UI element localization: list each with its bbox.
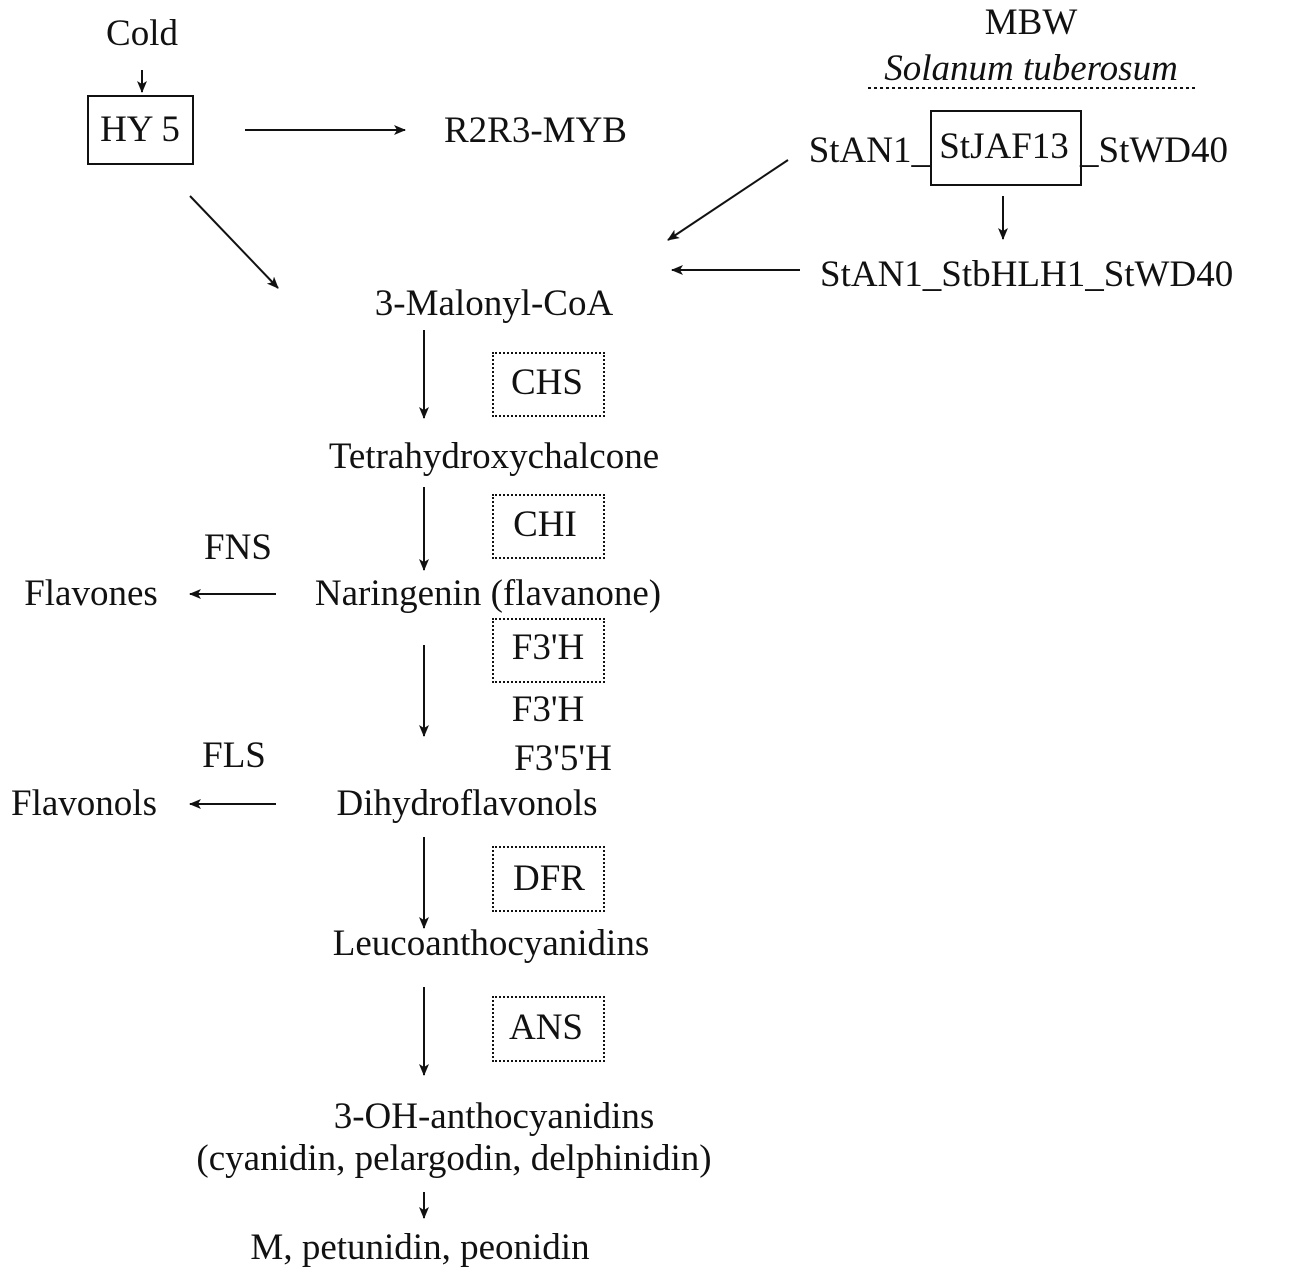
f3h-label: F3'H <box>511 689 585 730</box>
species-label: Solanum tuberosum <box>884 48 1178 89</box>
chi-box <box>492 494 605 559</box>
f3h-box-label: F3'H <box>511 627 585 668</box>
f35h-label: F3'5'H <box>514 738 612 779</box>
fns-label: FNS <box>204 527 272 568</box>
f3h-box <box>492 618 605 683</box>
arrow-mbw-to-malonyl <box>667 159 789 241</box>
flavones-label: Flavones <box>24 573 158 614</box>
stjaf13-label: StJAF13 <box>939 126 1069 167</box>
dfr-box <box>492 846 605 912</box>
r2r3myb-label: R2R3-MYB <box>444 110 627 151</box>
chs-box <box>492 352 605 417</box>
anthocyanidins-examples-label: (cyanidin, pelargodin, delphinidin) <box>196 1138 712 1179</box>
dihydroflavonols-label: Dihydroflavonols <box>336 783 598 824</box>
ans-box <box>492 996 605 1062</box>
anthocyanidins-label: 3-OH-anthocyanidins <box>333 1096 655 1137</box>
dfr-label: DFR <box>513 858 585 899</box>
tetrahydroxychalcone-label: Tetrahydroxychalcone <box>328 436 660 477</box>
complex1-left: StAN1_ <box>808 130 930 171</box>
chs-label: CHS <box>511 362 583 403</box>
chi-label: CHI <box>513 504 577 545</box>
malonyl-coa-label: 3-Malonyl-CoA <box>374 283 614 324</box>
stjaf13-box <box>930 110 1082 186</box>
ans-label: ANS <box>508 1007 584 1048</box>
final-products-label: M, petunidin, peonidin <box>250 1227 590 1268</box>
fls-label: FLS <box>202 735 266 776</box>
complex2-label: StAN1_StbHLH1_StWD40 <box>820 254 1234 295</box>
flavonols-label: Flavonols <box>11 783 157 824</box>
mbw-label: MBW <box>984 2 1078 43</box>
hy5-label: HY 5 <box>100 109 180 150</box>
arrow-hy5-to-malonyl <box>189 195 279 289</box>
cold-label: Cold <box>106 13 178 54</box>
naringenin-label: Naringenin (flavanone) <box>314 573 662 614</box>
leucoanthocyanidins-label: Leucoanthocyanidins <box>332 923 650 964</box>
hy5-box <box>87 95 194 165</box>
complex1-right: _StWD40 <box>1080 130 1228 171</box>
